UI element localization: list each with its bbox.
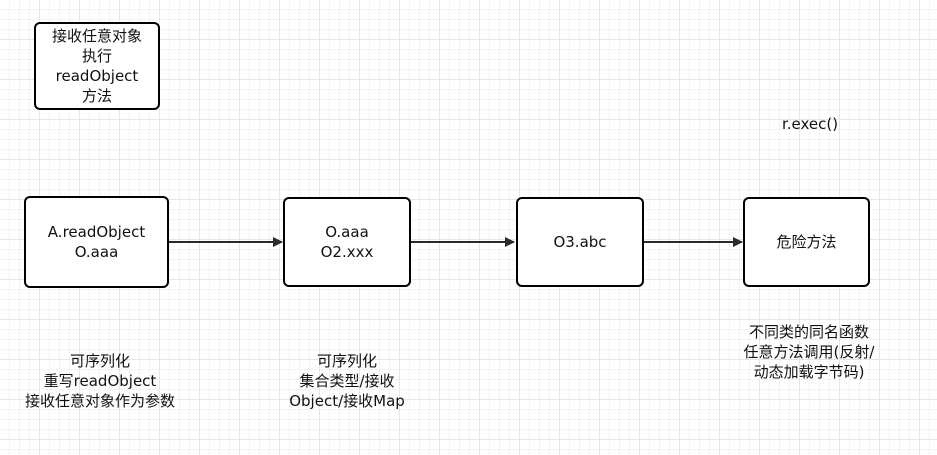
annotation-line: 不同类的同名函数: [748, 323, 869, 341]
node-o3-abc[interactable]: O3.abc: [516, 197, 644, 287]
node-text-line: O2.xxx: [320, 243, 374, 261]
node-receive-any-object[interactable]: 接收任意对象 执行 readObject 方法: [34, 22, 160, 110]
node-text-line: O.aaa: [325, 223, 369, 241]
node-text-line: A.readObject: [47, 223, 146, 241]
annotation-n1: 可序列化 重写readObject 接收任意对象作为参数: [0, 351, 200, 411]
node-text-line: O3.abc: [553, 233, 607, 251]
annotation-line: 可序列化: [69, 352, 130, 370]
annotation-line: 接收任意对象作为参数: [24, 392, 175, 410]
annotation-line: r.exec(): [781, 115, 839, 133]
annotation-line: 重写readObject: [43, 372, 157, 390]
annotation-line: 集合类型/接收: [299, 372, 395, 390]
annotation-line: 可序列化: [316, 352, 377, 370]
annotation-line: 任意方法调用(反射/: [743, 343, 875, 361]
annotation-line: 动态加载字节码): [753, 363, 865, 381]
annotation-exec: r.exec(): [770, 114, 850, 134]
annotation-n2: 可序列化 集合类型/接收 Object/接收Map: [262, 351, 432, 411]
node-text-line: 方法: [81, 87, 112, 105]
node-text-line: 接收任意对象: [51, 27, 142, 45]
node-text-line: 执行: [81, 47, 112, 65]
node-text-line: readObject: [55, 67, 139, 85]
node-text-line: 危险方法: [776, 233, 837, 251]
node-a-readobject[interactable]: A.readObject O.aaa: [24, 196, 169, 288]
node-dangerous-method[interactable]: 危险方法: [743, 197, 870, 287]
node-o-aaa[interactable]: O.aaa O2.xxx: [283, 197, 411, 287]
annotation-line: Object/接收Map: [289, 392, 405, 410]
annotation-n4: 不同类的同名函数 任意方法调用(反射/ 动态加载字节码): [725, 322, 893, 382]
node-text-line: O.aaa: [74, 243, 119, 261]
